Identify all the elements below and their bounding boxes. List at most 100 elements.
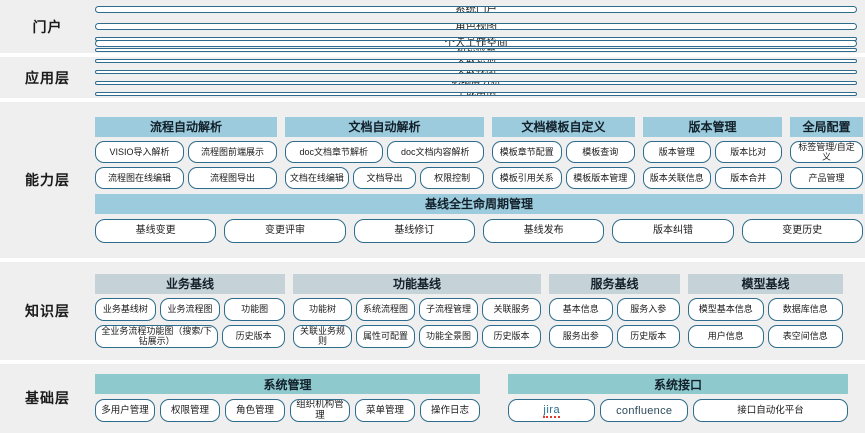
capability-group-doc-template: 文档模板自定义 模板章节配置 模板查询 模板引用关系 模板版本管理 [492,116,635,189]
base-item-operation-log[interactable]: 操作日志 [420,399,480,423]
cap-item-template-chapter-config[interactable]: 模板章节配置 [492,140,562,163]
row-label-base: 基础层 [25,390,70,407]
kn-item-subprocess-mgmt[interactable]: 子流程管理 [419,297,478,321]
kn-item-function-tree[interactable]: 功能树 [293,297,352,321]
cap-item-flowchart-export[interactable]: 流程图导出 [188,166,277,189]
kn-item-service-input-params[interactable]: 服务入参 [616,297,680,321]
application-items: 全景展现 知识检索 关联识别 关联视图 影响度分析 生成用例 自动生成导出文档 … [95,37,865,118]
kn-item-related-business-rules[interactable]: 关联业务规则 [293,324,352,348]
lifecycle-item-version-correction[interactable]: 版本纠错 [612,218,734,243]
knowledge-groups: 业务基线 业务基线树 业务流程图 功能图 全业务流程功能图（搜索/下钻展示） 历… [95,273,857,348]
lifecycle-item-baseline-release[interactable]: 基线发布 [482,218,605,243]
cap-item-version-relation-info[interactable]: 版本关联信息 [643,166,711,189]
cap-item-template-query[interactable]: 模板查询 [565,140,635,163]
base-group-system-interface: 系统接口 jira confluence 接口自动化平台 [508,374,848,423]
cap-item-visio-import-parse[interactable]: VISIO导入解析 [95,140,184,163]
lifecycle-item-change-review[interactable]: 变更评审 [224,218,346,243]
kn-item-database-info[interactable]: 数据库信息 [767,297,843,321]
kn-item-service-output-params[interactable]: 服务出参 [549,324,613,348]
knowledge-group-service-baseline: 服务基线 基本信息 服务入参 服务出参 历史版本 [549,273,680,348]
kn-item-business-flowchart[interactable]: 业务流程图 [159,297,221,321]
portal-item-role-view[interactable]: 角色视图 [95,23,857,30]
group-header-flow-parse: 流程自动解析 [95,116,277,137]
app-item-relation-view[interactable]: 关联视图 [95,70,857,74]
kn-item-full-business-flow-function-chart[interactable]: 全业务流程功能图（搜索/下钻展示） [95,324,219,348]
kn-item-system-flowchart[interactable]: 系统流程图 [356,297,415,321]
base-item-org-structure-mgmt[interactable]: 组织机构管理 [290,399,350,423]
group-header-doc-template: 文档模板自定义 [492,116,635,137]
group-header-function-baseline: 功能基线 [293,273,541,294]
capability-body: 流程自动解析 VISIO导入解析 流程图前端展示 流程图在线编辑 流程图导出 文… [95,102,865,258]
base-group-system-management: 系统管理 多用户管理 权限管理 角色管理 组织机构管理 菜单管理 操作日志 [95,374,480,423]
group-header-service-baseline: 服务基线 [549,273,680,294]
kn-item-business-baseline-tree[interactable]: 业务基线树 [95,297,156,321]
base-item-multi-user-mgmt[interactable]: 多用户管理 [95,399,155,423]
group-header-business-baseline: 业务基线 [95,273,285,294]
base-item-role-mgmt[interactable]: 角色管理 [225,399,285,423]
app-item-knowledge-search[interactable]: 知识检索 [95,48,857,52]
knowledge-group-model-baseline: 模型基线 模型基本信息 数据库信息 用户信息 表空间信息 [688,273,843,348]
capability-group-doc-parse: 文档自动解析 doc文档章节解析 doc文档内容解析 文档在线编辑 文档导出 权… [285,116,485,189]
confluence-label: confluence [616,404,673,417]
base-item-interface-automation-platform[interactable]: 接口自动化平台 [692,399,848,423]
capability-group-flow-parse: 流程自动解析 VISIO导入解析 流程图前端展示 流程图在线编辑 流程图导出 [95,116,277,189]
capability-group-version-mgmt: 版本管理 版本管理 版本比对 版本关联信息 版本合并 [643,116,782,189]
lifecycle-item-baseline-change[interactable]: 基线变更 [95,218,217,243]
cap-item-tag-management-custom[interactable]: 标签管理/自定义 [790,140,863,163]
cap-item-doc-export[interactable]: 文档导出 [352,166,417,189]
base-item-menu-mgmt[interactable]: 菜单管理 [355,399,415,423]
knowledge-group-function-baseline: 功能基线 功能树 系统流程图 子流程管理 关联服务 关联业务规则 属性可配置 功… [293,273,541,348]
kn-item-history-version-service[interactable]: 历史版本 [616,324,680,348]
cap-item-permission-control[interactable]: 权限控制 [420,166,485,189]
cap-item-version-compare[interactable]: 版本比对 [714,140,782,163]
base-item-jira[interactable]: jira [508,399,596,423]
lifecycle-item-baseline-revision[interactable]: 基线修订 [353,218,475,243]
app-item-relation-recognition[interactable]: 关联识别 [95,59,857,63]
lifecycle-item-change-history[interactable]: 变更历史 [741,218,863,243]
kn-item-history-version-business[interactable]: 历史版本 [222,324,285,348]
kn-item-attribute-configurable[interactable]: 属性可配置 [356,324,415,348]
portal-item-personal-workspace[interactable]: 个人工作空间 [95,40,857,47]
base-item-permission-mgmt[interactable]: 权限管理 [160,399,220,423]
row-label-capability: 能力层 [25,171,70,188]
row-application: 应用层 全景展现 知识检索 关联识别 关联视图 影响度分析 生成用例 自动生成导… [0,37,865,118]
kn-item-model-basic-info[interactable]: 模型基本信息 [688,297,764,321]
row-base: 基础层 系统管理 多用户管理 权限管理 角色管理 组织机构管理 菜单管理 操作日… [0,363,865,433]
base-item-confluence[interactable]: confluence [600,399,688,423]
row-portal: 门户 系统门户 角色视图 个人工作空间 [0,0,865,53]
row-label-portal: 门户 [32,18,63,35]
kn-item-basic-info[interactable]: 基本信息 [549,297,613,321]
kn-item-function-panorama[interactable]: 功能全景图 [419,324,478,348]
kn-item-related-service[interactable]: 关联服务 [482,297,541,321]
cap-item-doc-online-edit[interactable]: 文档在线编辑 [285,166,349,189]
kn-item-function-chart[interactable]: 功能图 [224,297,286,321]
portal-items: 系统门户 角色视图 个人工作空间 [95,0,865,53]
baseline-lifecycle-section: 基线全生命周期管理 基线变更 变更评审 基线修订 基线发布 版本纠错 变更历史 [95,193,863,243]
cap-item-doc-content-parse[interactable]: doc文档内容解析 [386,140,484,163]
cap-item-version-merge[interactable]: 版本合并 [714,166,782,189]
app-item-panorama[interactable]: 全景展现 [95,37,857,41]
kn-item-history-version-function[interactable]: 历史版本 [482,324,541,348]
row-label-knowledge: 知识层 [25,302,70,319]
app-item-impact-analysis[interactable]: 影响度分析 [95,81,857,85]
cap-item-doc-chapter-parse[interactable]: doc文档章节解析 [285,140,383,163]
cap-item-product-management[interactable]: 产品管理 [790,166,863,189]
capability-group-global-config: 全局配置 标签管理/自定义 产品管理 [790,116,863,189]
cap-item-template-reference-relation[interactable]: 模板引用关系 [492,166,562,189]
group-header-global-config: 全局配置 [790,116,863,137]
cap-item-flowchart-online-edit[interactable]: 流程图在线编辑 [95,166,184,189]
cap-item-flowchart-frontend-display[interactable]: 流程图前端展示 [188,140,277,163]
capability-groups: 流程自动解析 VISIO导入解析 流程图前端展示 流程图在线编辑 流程图导出 文… [95,116,863,189]
cap-item-version-management[interactable]: 版本管理 [643,140,711,163]
jira-label: jira [543,404,561,418]
portal-item-system-portal[interactable]: 系统门户 [95,6,857,13]
kn-item-tablespace-info[interactable]: 表空间信息 [767,324,843,348]
group-header-system-interface: 系统接口 [508,374,848,395]
cap-item-template-version-mgmt[interactable]: 模板版本管理 [565,166,635,189]
kn-item-user-info[interactable]: 用户信息 [688,324,764,348]
group-header-version-mgmt: 版本管理 [643,116,782,137]
group-header-model-baseline: 模型基线 [688,273,843,294]
group-header-system-management: 系统管理 [95,374,480,395]
app-item-generate-usecase[interactable]: 生成用例 [95,92,857,96]
row-knowledge: 知识层 业务基线 业务基线树 业务流程图 功能图 全业务流程功能图（搜索/下钻展… [0,261,865,360]
